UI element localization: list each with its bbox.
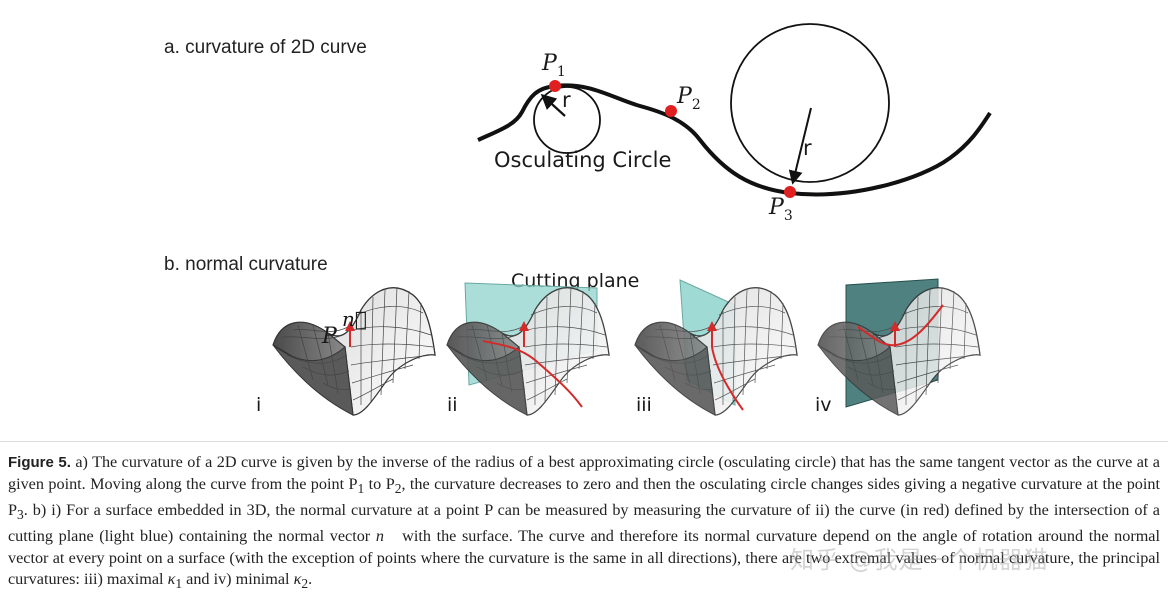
caption-sub: 3 <box>17 507 24 523</box>
caption-vector: n⃗ <box>375 526 397 545</box>
panel-label-i: i <box>256 394 261 416</box>
point-p2 <box>665 105 677 117</box>
caption-sub: 2 <box>301 576 309 592</box>
caption-text: to P <box>364 474 395 493</box>
caption-label: Figure 5. <box>8 454 71 471</box>
label-p2: P2 <box>676 84 701 113</box>
panel-a-title: a. curvature of 2D curve <box>164 37 367 58</box>
panel-label-iv: iv <box>815 394 832 416</box>
panel-label-ii: ii <box>447 394 458 416</box>
point-p-label: P <box>321 324 338 349</box>
osculating-circle-label: Osculating Circle <box>494 148 671 172</box>
caption-kappa: κ <box>167 570 176 589</box>
caption-text: , the curvature decreases to zero and th… <box>8 474 1160 519</box>
normal-vector-label: n⃗ <box>342 307 367 331</box>
saddle-surface-iv <box>817 278 981 416</box>
saddle-surface-ii <box>446 282 610 416</box>
panel-label-iii: iii <box>636 394 652 416</box>
figure-illustration: a. curvature of 2D curve P1 P2 P3 r r Os… <box>164 23 992 416</box>
saddle-surface-i <box>272 286 436 416</box>
caption-sub: 2 <box>394 481 402 497</box>
radius-label-small: r <box>562 88 571 112</box>
point-p3 <box>784 186 796 198</box>
label-p3: P3 <box>768 195 793 224</box>
figure-caption: Figure 5. a) The curvature of a 2D curve… <box>8 452 1160 595</box>
osculating-circle-large <box>730 23 890 183</box>
point-p1 <box>549 80 561 92</box>
caption-text: with the surface. The curve and therefor… <box>8 526 1160 589</box>
caption-text: and iv) minimal <box>182 570 294 589</box>
caption-sub: 1 <box>357 481 365 497</box>
caption-divider <box>0 441 1168 442</box>
caption-kappa: κ <box>293 570 302 589</box>
caption-text: . b) i) For a surface embedded in 3D, th… <box>8 500 1160 545</box>
curve-2d <box>477 83 992 197</box>
label-p1: P1 <box>541 51 566 80</box>
caption-text: . <box>308 570 313 589</box>
panel-b-title: b. normal curvature <box>164 254 328 275</box>
caption-text: a) The curvature of a 2D curve is given … <box>8 453 1160 493</box>
radius-arrow-large <box>788 107 812 185</box>
radius-label-large: r <box>803 136 812 160</box>
osculating-circle-small <box>533 86 601 154</box>
caption-sub: 1 <box>175 576 183 592</box>
saddle-surface-iii <box>634 279 798 416</box>
radius-arrow-small <box>540 93 566 117</box>
